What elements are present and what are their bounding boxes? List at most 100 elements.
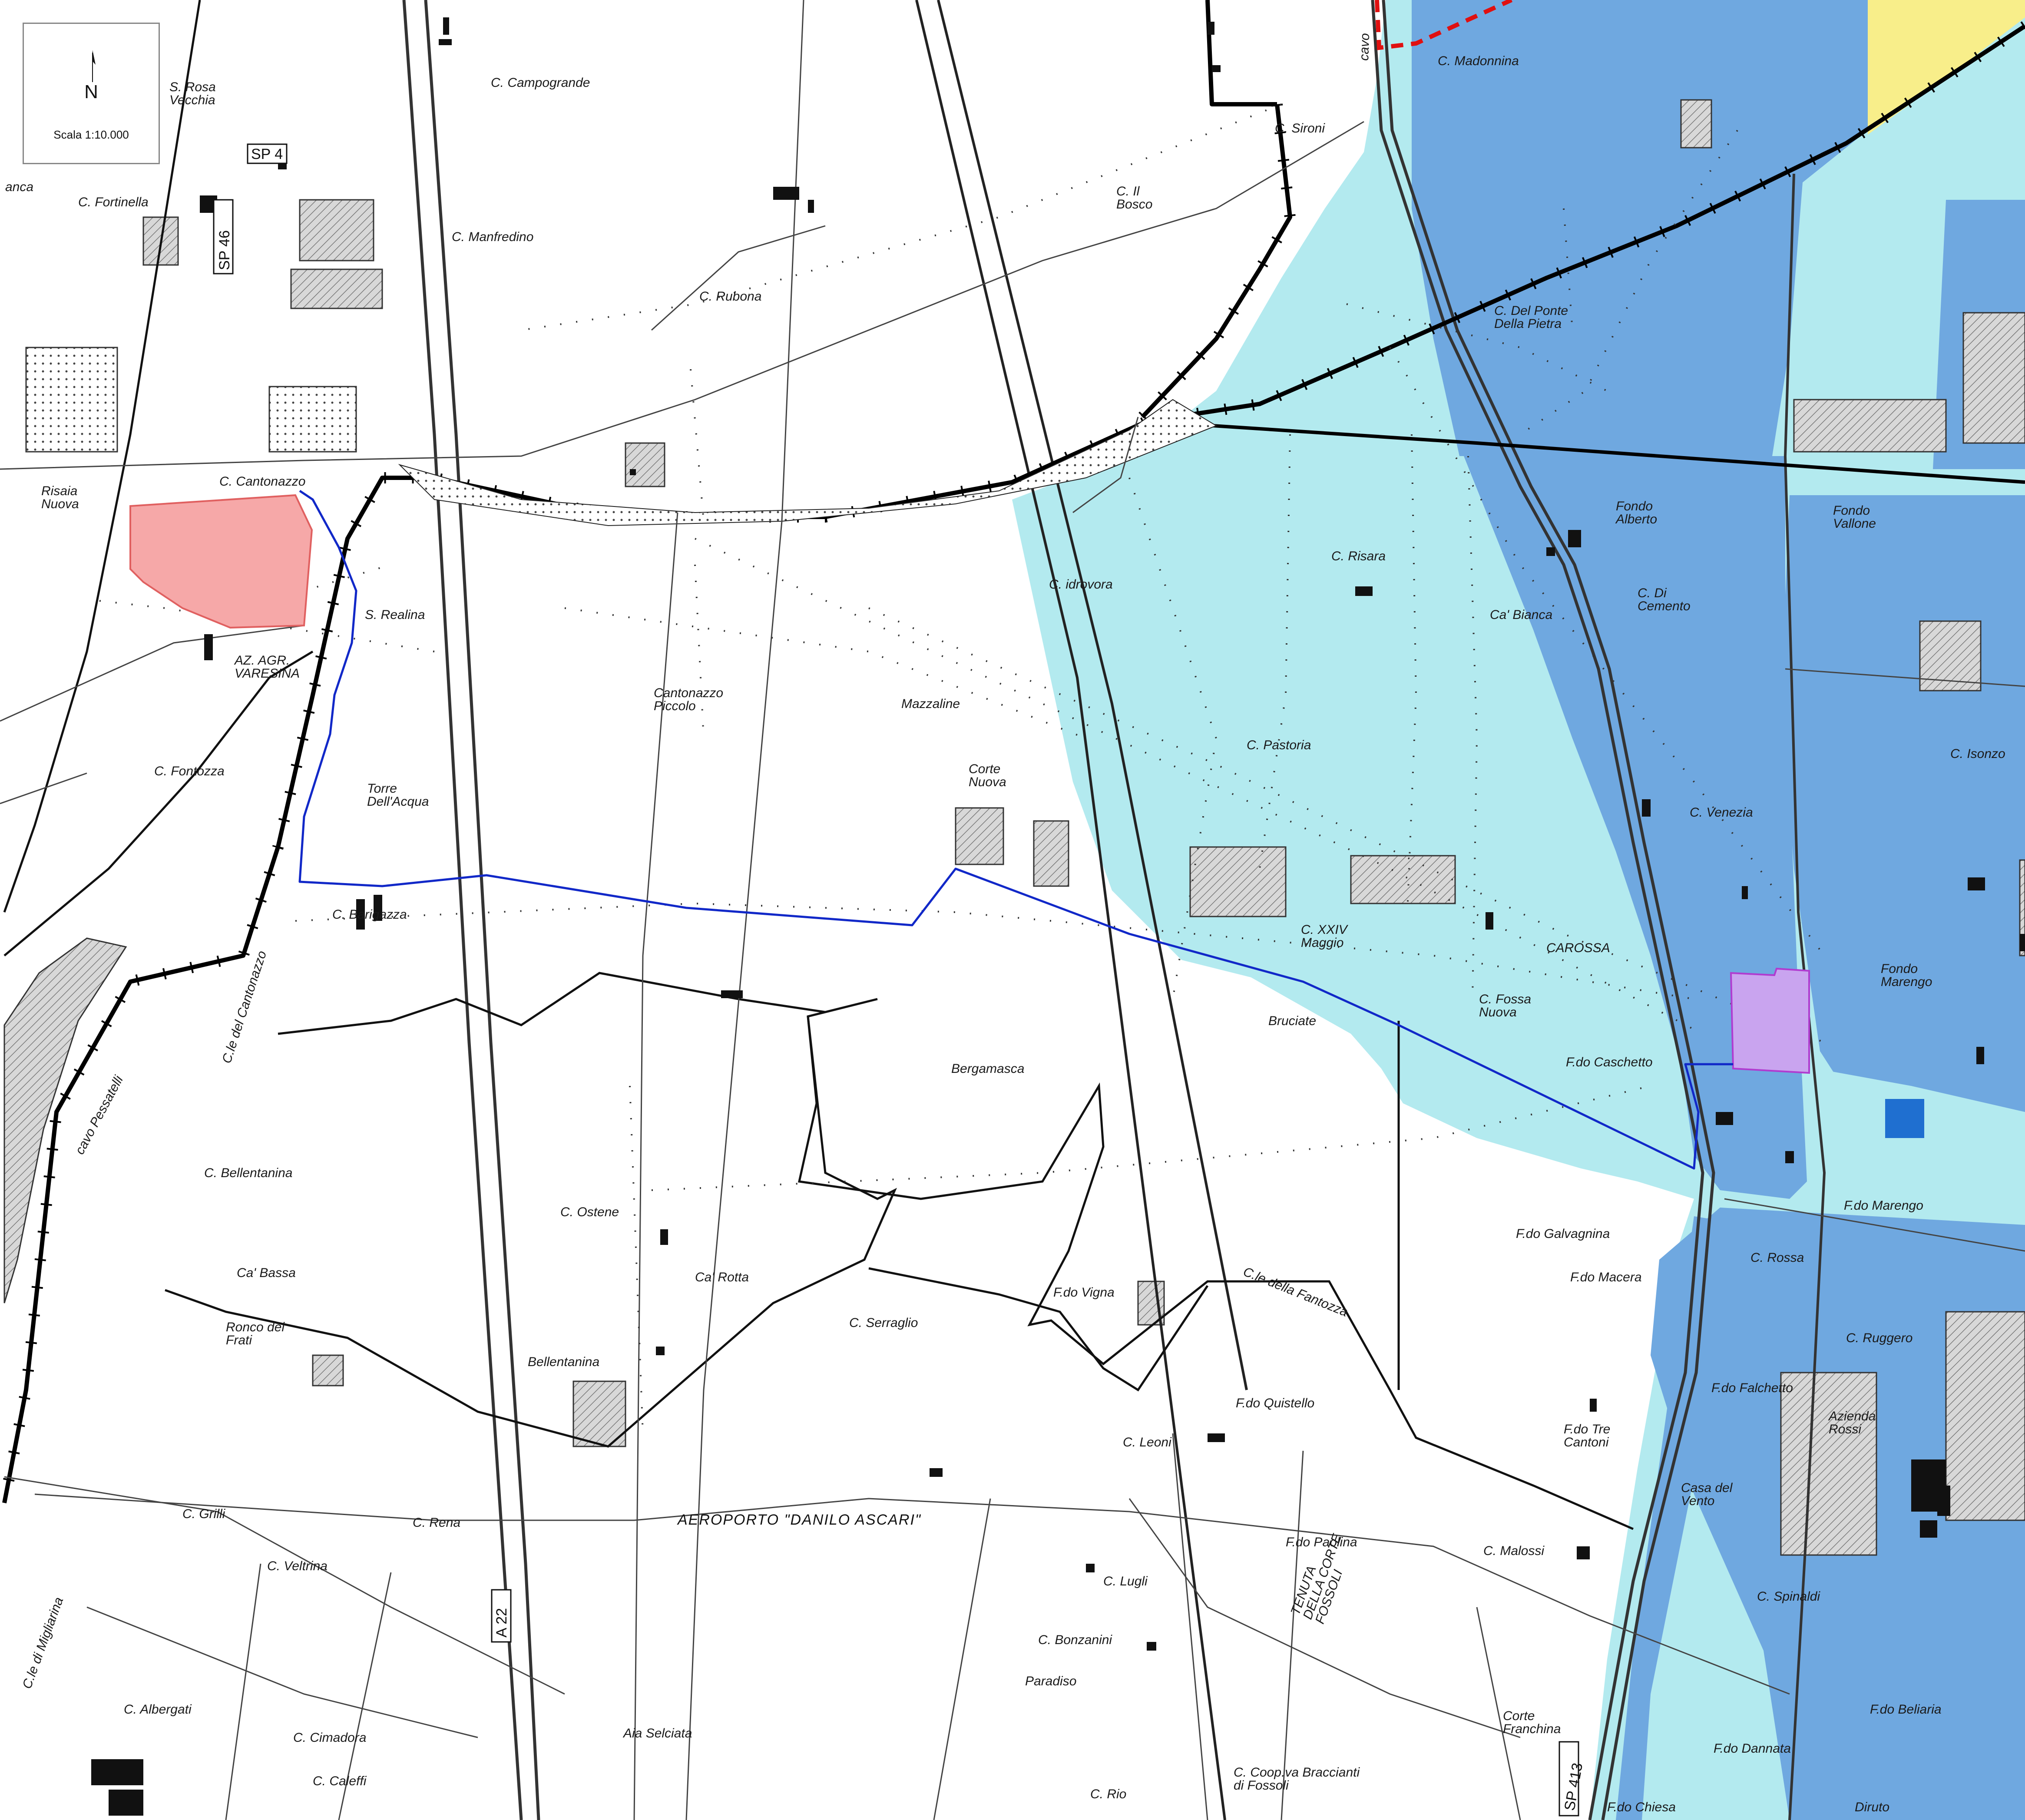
place-label-ca-bianca: Ca' Bianca xyxy=(1490,608,1552,622)
hatched-area xyxy=(1945,1311,2025,1521)
legend-box: N Scala 1:10.000 xyxy=(23,23,160,164)
place-label-c-isonzo: C. Isonzo xyxy=(1950,747,2005,761)
place-label-c-ruggero: C. Ruggero xyxy=(1846,1331,1912,1345)
place-label-c-cantonazzo: C. Cantonazzo xyxy=(219,474,305,489)
place-label-c-pastoria: C. Pastoria xyxy=(1247,738,1311,752)
place-label-az-agr-varesina: AZ. AGR.VARESINA xyxy=(234,653,300,681)
dotted-area xyxy=(25,347,118,453)
place-label-fdo-vigna: F.do Vigna xyxy=(1053,1285,1115,1300)
place-label-c-rio: C. Rio xyxy=(1090,1787,1126,1801)
north-label: N xyxy=(84,81,98,103)
study-boundary[interactable] xyxy=(298,490,1733,1170)
hatched-area xyxy=(312,1354,344,1387)
hatched-area xyxy=(625,442,665,487)
place-label-bellentanina: Bellentanina xyxy=(528,1355,599,1369)
north-arrow-icon xyxy=(92,50,96,82)
road-shield-sp46 xyxy=(213,199,234,275)
secondary-roads xyxy=(3,0,1634,1530)
place-label-c-bellentanina: C. Bellentanina xyxy=(204,1166,292,1180)
road-east-vertical xyxy=(1783,173,1826,1820)
hatched-area xyxy=(1780,1372,1877,1556)
place-label-fdo-quistello: F.do Quistello xyxy=(1236,1396,1314,1410)
place-label-fdo-falchetto: F.do Falchetto xyxy=(1711,1381,1793,1395)
place-label-c-caleffi: C. Caleffi xyxy=(313,1774,367,1788)
place-label-c-venezia: C. Venezia xyxy=(1690,805,1753,820)
hatched-area xyxy=(572,1380,626,1447)
place-label-bergamasca: Bergamasca xyxy=(951,1062,1024,1076)
place-label-c-rena: C. Rena xyxy=(413,1516,460,1530)
place-label-c-madonnina: C. Madonnina xyxy=(1438,54,1519,68)
place-label-fdo-dannata: F.do Dannata xyxy=(1714,1741,1791,1756)
place-label-mazzaline: Mazzaline xyxy=(901,697,960,711)
place-label-c-grilli: C. Grilli xyxy=(182,1507,226,1521)
area-violet-polygon xyxy=(1730,967,1810,1074)
hatched-area xyxy=(299,199,374,261)
road-shield-a22 xyxy=(491,1589,512,1643)
hatched-area xyxy=(1962,312,2025,444)
hatched-area xyxy=(2019,859,2025,956)
place-label-aia-selciata: Aia Selciata xyxy=(622,1726,692,1741)
place-label-c-veltrina: C. Veltrina xyxy=(267,1559,328,1573)
place-label-fdo-beliaria: F.do Beliaria xyxy=(1870,1702,1942,1717)
place-label-c-leoni: C. Leoni xyxy=(1123,1435,1172,1449)
scale-label: Scala 1:10.000 xyxy=(53,128,129,141)
road-sp413 xyxy=(1371,0,1715,1820)
place-label-bruciate: Bruciate xyxy=(1268,1014,1316,1028)
zone-dark-north xyxy=(1412,0,1868,456)
place-label-c-lugli: C. Lugli xyxy=(1103,1574,1148,1588)
water-square xyxy=(1885,1099,1924,1138)
place-label-fdo-paolina: F.do Paolina xyxy=(1286,1535,1357,1549)
place-label-c-campogrande: C. Campogrande xyxy=(491,76,590,90)
place-label-c-serraglio: C. Serraglio xyxy=(849,1316,918,1330)
motorway-a22 xyxy=(402,0,540,1820)
canal-left xyxy=(3,937,127,1304)
place-label-c-cimadora: C. Cimadora xyxy=(293,1731,366,1745)
river-band xyxy=(398,399,1218,526)
place-label-c-manfredino: C. Manfredino xyxy=(452,230,533,244)
place-label-c-spinaldi: C. Spinaldi xyxy=(1757,1589,1820,1604)
place-label-c-barigazza: C. Barigazza xyxy=(332,907,407,922)
place-label-c-rossa: C. Rossa xyxy=(1750,1251,1804,1265)
hatched-area xyxy=(1919,620,1982,692)
hatched-area xyxy=(1033,820,1069,887)
hatched-area xyxy=(955,807,1004,865)
hatched-area xyxy=(290,268,383,309)
place-label-c-ostene: C. Ostene xyxy=(560,1205,619,1219)
place-label-fdo-galvagnina: F.do Galvagnina xyxy=(1516,1227,1610,1241)
place-label-c-sironi: C. Sironi xyxy=(1275,121,1325,136)
place-label-c-fontozza: C. Fontozza xyxy=(154,764,225,778)
place-label-ca-bassa: Ca' Bassa xyxy=(237,1266,296,1280)
road-shield-sp4 xyxy=(247,143,288,164)
hatched-area xyxy=(1793,399,1947,453)
road-label-a22: A 22 xyxy=(493,1608,510,1638)
buildings xyxy=(91,17,2025,1816)
place-label-c-albergati: C. Albergati xyxy=(124,1702,192,1717)
road-label-sp46: SP 46 xyxy=(216,230,233,270)
place-label-ca-rotta: Ca' Rotta xyxy=(695,1270,749,1284)
place-label-aeroporto: AEROPORTO "DANILO ASCARI" xyxy=(677,1512,921,1528)
zone-dark-south-west-strip xyxy=(1616,1216,1746,1820)
place-label-c-malossi: C. Malossi xyxy=(1483,1544,1545,1558)
road-shield-sp413 xyxy=(1558,1741,1579,1817)
place-label-c-bonzanini: C. Bonzanini xyxy=(1038,1633,1112,1647)
zone-dark-central xyxy=(1464,456,1807,1199)
place-label-fdo-macera: F.do Macera xyxy=(1570,1270,1642,1284)
dotted-area xyxy=(268,386,357,453)
place-label-cavo: cavo xyxy=(1357,33,1372,61)
